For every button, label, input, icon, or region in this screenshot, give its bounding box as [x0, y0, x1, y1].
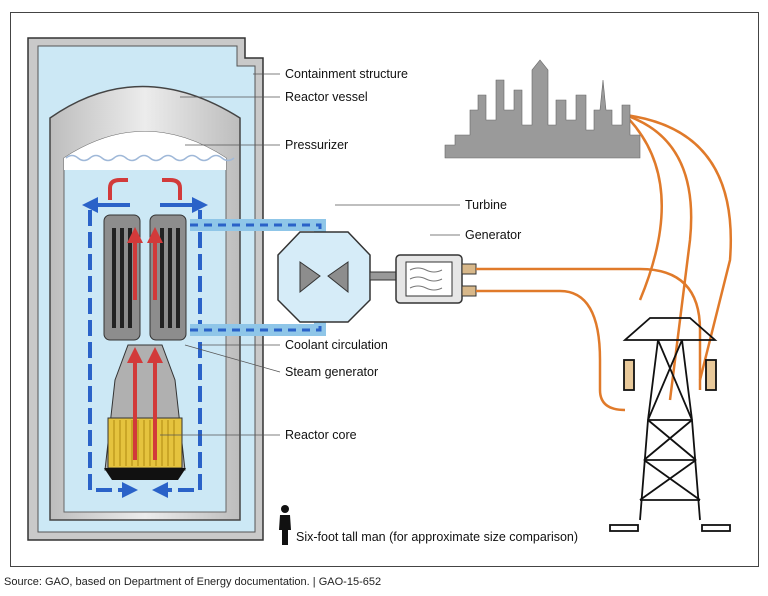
turbine [277, 231, 401, 323]
coolant-loop [82, 178, 208, 498]
label-containment: Containment structure [285, 67, 408, 81]
leader-lines [160, 73, 460, 436]
source-text: Source: GAO, based on Department of Ener… [4, 576, 310, 588]
label-reactor-vessel: Reactor vessel [285, 90, 368, 104]
label-generator: Generator [465, 228, 521, 242]
man-icon [279, 505, 291, 545]
footer-separator: | [312, 576, 316, 588]
label-man: Six-foot tall man (for approximate size … [296, 530, 578, 544]
report-id: GAO-15-652 [318, 576, 382, 588]
city-skyline-icon [444, 59, 641, 159]
transmission-tower-icon [609, 317, 731, 532]
label-coolant-circulation: Coolant circulation [285, 338, 388, 352]
labels: Containment structure Reactor vessel Pre… [285, 67, 578, 544]
source-footer: Source: GAO, based on Department of Ener… [4, 576, 381, 588]
generator [395, 254, 477, 304]
power-lines [476, 113, 733, 412]
label-steam-generator: Steam generator [285, 365, 378, 379]
diagram-frame [10, 12, 759, 567]
label-turbine: Turbine [465, 198, 507, 212]
steam-generator [103, 214, 187, 341]
label-reactor-core: Reactor core [285, 428, 357, 442]
reactor-core [104, 227, 186, 480]
label-pressurizer: Pressurizer [285, 138, 348, 152]
